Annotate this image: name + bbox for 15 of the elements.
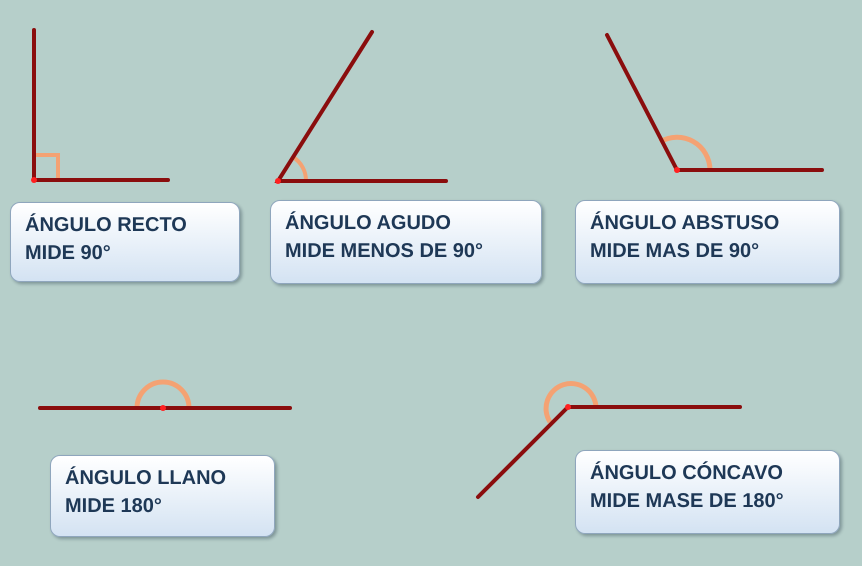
angle-measure: MIDE MASE DE 180° (590, 489, 785, 514)
angle-name: ÁNGULO CÓNCAVO (590, 460, 784, 486)
label-card (10, 202, 240, 282)
angle-name: ÁNGULO LLANO (65, 465, 228, 491)
angle-measure: MIDE MENOS DE 90° (285, 239, 484, 264)
angle-name: ÁNGULO RECTO (25, 212, 188, 238)
angle-measure: MIDE MAS DE 90° (590, 239, 760, 264)
label-card (575, 200, 840, 284)
angle-name: ÁNGULO ABSTUSO (590, 210, 780, 236)
label-card (50, 455, 275, 537)
angle-measure: MIDE 90° (25, 241, 112, 266)
angle-measure: MIDE 180° (65, 494, 163, 519)
label-card (575, 450, 840, 534)
angle-name: ÁNGULO AGUDO (285, 210, 452, 236)
label-card (270, 200, 542, 284)
